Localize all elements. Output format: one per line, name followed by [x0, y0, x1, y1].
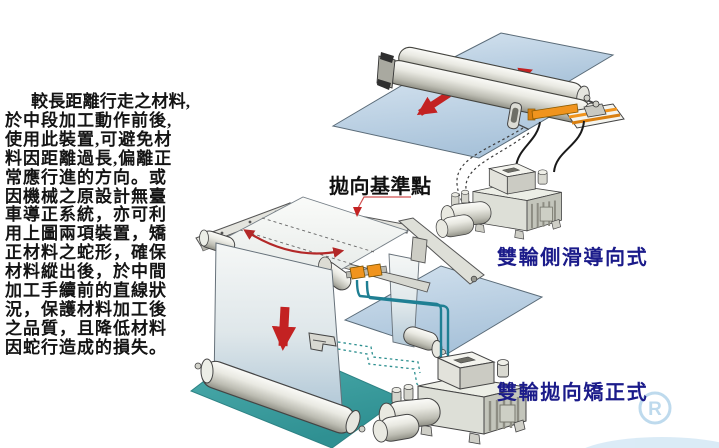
pivot-corrector-label: 雙輪拋向矯正式	[497, 382, 649, 404]
watermark: R	[585, 391, 719, 448]
intro-line: 之品質，且降低材料	[5, 318, 167, 338]
registered-mark-letter: R	[648, 399, 662, 420]
intro-line: 使用此裝置,可避免材	[5, 129, 173, 149]
intro-line: 較長距離行走之材料,	[31, 92, 191, 111]
sensor-signal-lines	[337, 341, 428, 392]
pivot-swing-arrow	[243, 229, 345, 258]
hose-lines	[355, 279, 450, 382]
hanging-web	[213, 242, 343, 407]
intro-line: 況，保護材料加工後	[5, 299, 167, 319]
intro-line: 因蛇行造成的損失。	[5, 337, 167, 357]
label-leader-arrow	[353, 196, 411, 217]
web-direction-arrow	[271, 306, 297, 351]
web-direction-arrow	[416, 91, 451, 116]
side-slide-actuator	[527, 94, 625, 129]
watermark-blob	[585, 437, 719, 448]
intro-line: 料因距離過長,偏離正	[5, 148, 173, 168]
intro-line: 用上圖兩項裝置，矯	[5, 224, 167, 244]
intro-line: 因機械之原設計無臺	[5, 186, 167, 206]
small-roller	[403, 326, 446, 358]
intro-line: 正材料之蛇形，確保	[5, 243, 167, 263]
back-web-sheet	[343, 265, 544, 355]
pivot-actuator	[345, 263, 388, 280]
intro-line: 車導正系統，亦可利	[5, 205, 167, 225]
side-slide-guide-label: 雙輪側滑導向式	[497, 247, 649, 269]
bottom-diagram-pivot-corrector	[189, 196, 544, 448]
intro-line: 常應行進的方向。或	[5, 167, 167, 187]
control-unit-top	[433, 162, 563, 241]
edge-sensor	[507, 102, 530, 131]
top-diagram-side-slide-guide	[331, 32, 625, 241]
roller-bracket-left	[376, 52, 396, 90]
exit-roller	[194, 358, 366, 434]
intro-paragraph: 較長距離行走之材料, 於中段加工動作前後, 使用此裝置,可避免材 料因距離過長,…	[5, 92, 201, 358]
intro-line: 材料縱出後，於中間	[5, 262, 167, 282]
edge-sensor	[308, 332, 337, 352]
reference-point-label: 拋向基準點	[329, 176, 432, 198]
registered-mark-circle	[638, 391, 672, 425]
intro-line: 於中段加工動作前後,	[5, 110, 173, 130]
intro-line: 加工手續前的直線狀	[5, 281, 167, 301]
